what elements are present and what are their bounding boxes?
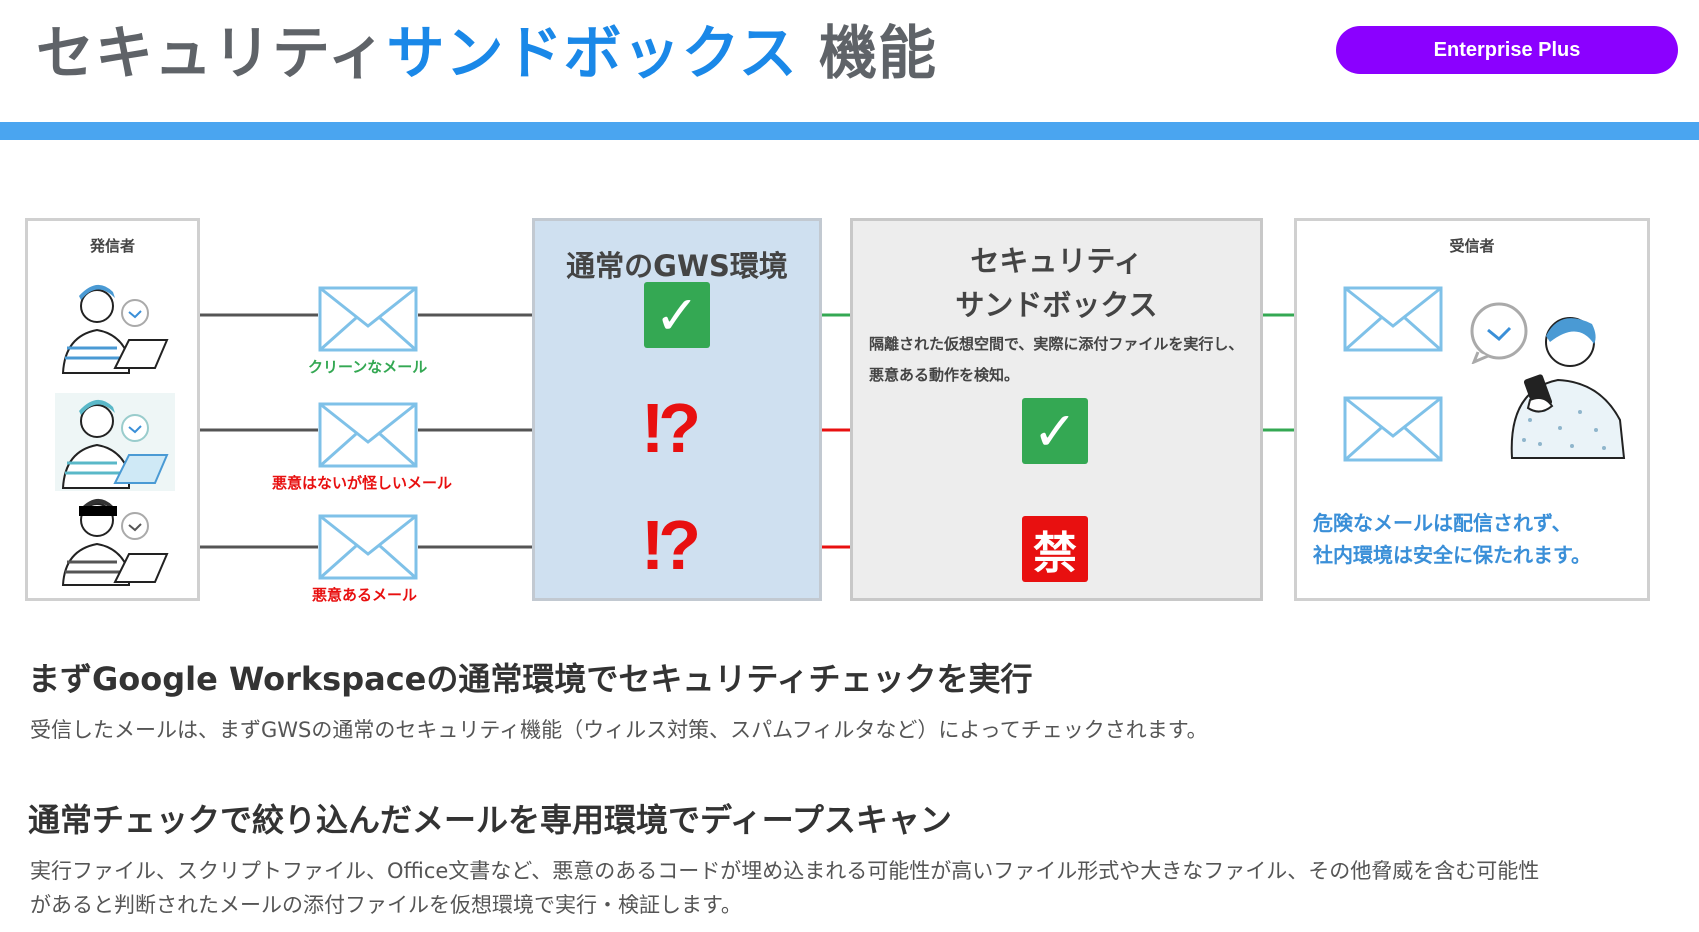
sandbox-description: 隔離された仮想空間で、実際に添付ファイルを実行し、悪意ある動作を検知。 bbox=[869, 335, 1244, 384]
receiver-label: 受信者 bbox=[1449, 237, 1495, 255]
envelope-icon bbox=[1343, 396, 1443, 462]
envelope-icon bbox=[318, 286, 418, 352]
sandbox-title-line2: サンドボックス bbox=[955, 288, 1158, 322]
plan-badge: Enterprise Plus bbox=[1336, 26, 1678, 74]
check-icon: ✓ bbox=[1022, 398, 1088, 464]
sandbox-title-line1: セキュリティ bbox=[970, 244, 1143, 278]
section1-body: 受信したメールは、まずGWSの通常のセキュリティ機能（ウィルス対策、スパムフィル… bbox=[30, 718, 1208, 742]
mail-caption-malicious: 悪意あるメール bbox=[312, 586, 418, 604]
mail-caption-suspicious: 悪意はないが怪しいメール bbox=[272, 474, 453, 492]
section2-body-line1: 実行ファイル、スクリプトファイル、Office文書など、悪意のあるコードが埋め込… bbox=[30, 859, 1540, 883]
gws-title: 通常のGWS環境 bbox=[566, 249, 788, 283]
receiver-note-line1: 危険なメールは配信されず、 bbox=[1313, 511, 1572, 535]
sender-person-icon bbox=[61, 498, 169, 586]
header-divider bbox=[0, 122, 1699, 140]
receiver-person-icon bbox=[1510, 317, 1626, 459]
section1-heading: まずGoogle Workspaceの通常環境でセキュリティチェックを実行 bbox=[28, 660, 1033, 698]
suspicious-icon: !? bbox=[641, 389, 701, 467]
sender-person-icon bbox=[61, 284, 169, 374]
receiver-note: 危険なメールは配信されず、 社内環境は安全に保たれます。 bbox=[1313, 507, 1643, 571]
section2-heading: 通常チェックで絞り込んだメールを専用環境でディープスキャン bbox=[28, 801, 952, 839]
envelope-icon bbox=[318, 402, 418, 468]
sender-person-icon bbox=[55, 393, 175, 491]
envelope-icon bbox=[1343, 286, 1443, 352]
suspicious-icon: !? bbox=[641, 506, 701, 584]
sender-label: 発信者 bbox=[89, 237, 135, 255]
title-part-3: 機能 bbox=[819, 19, 938, 87]
gws-panel: 通常のGWS環境 bbox=[532, 218, 822, 601]
title-part-2: サンドボックス bbox=[386, 19, 798, 87]
section2-body-line2: があると判断されたメールの添付ファイルを仮想環境で実行・検証します。 bbox=[30, 893, 742, 917]
mail-caption-clean: クリーンなメール bbox=[308, 358, 428, 376]
page-title: セキュリティサンドボックス 機能 bbox=[36, 6, 937, 90]
check-icon: ✓ bbox=[644, 282, 710, 348]
receiver-note-line2: 社内環境は安全に保たれます。 bbox=[1313, 543, 1591, 567]
title-part-1: セキュリティ bbox=[36, 19, 387, 87]
envelope-icon bbox=[318, 514, 418, 580]
sandbox-title: セキュリティ サンドボックス bbox=[853, 239, 1260, 327]
speech-bubble-icon bbox=[1470, 302, 1528, 364]
forbidden-icon: 禁 bbox=[1022, 516, 1088, 582]
